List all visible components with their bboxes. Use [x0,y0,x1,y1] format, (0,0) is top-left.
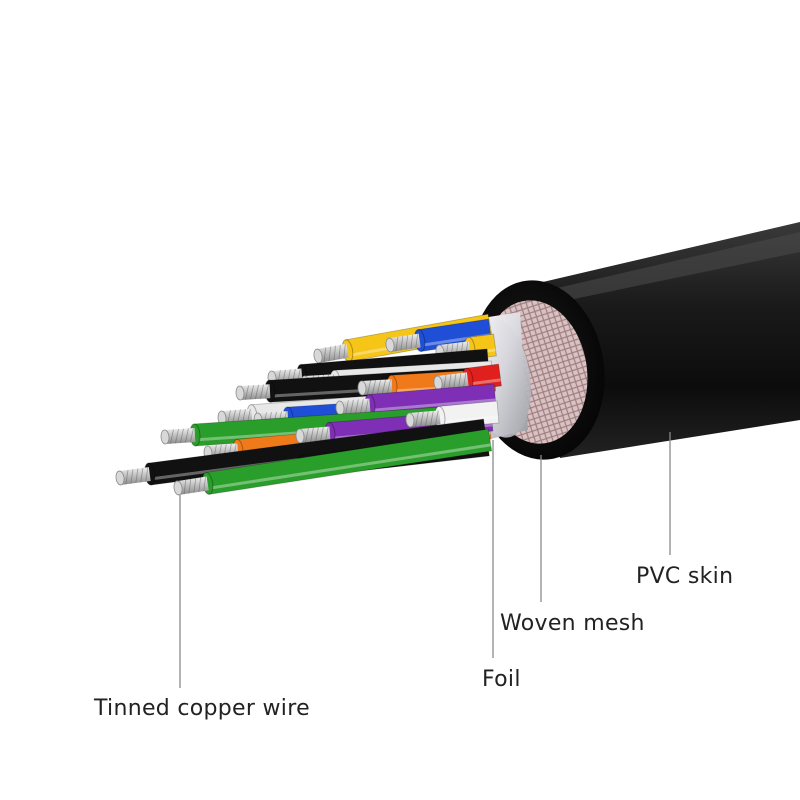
label-tinned-copper-wire: Tinned copper wire [93,696,310,721]
label-woven-mesh: Woven mesh [500,611,645,636]
label-foil: Foil [482,667,521,692]
insulated-wire [173,428,493,496]
leader-lines [179,432,671,688]
label-pvc-skin: PVC skin [636,564,733,589]
insulated-wire [405,400,500,429]
wire-bundle [115,313,502,496]
